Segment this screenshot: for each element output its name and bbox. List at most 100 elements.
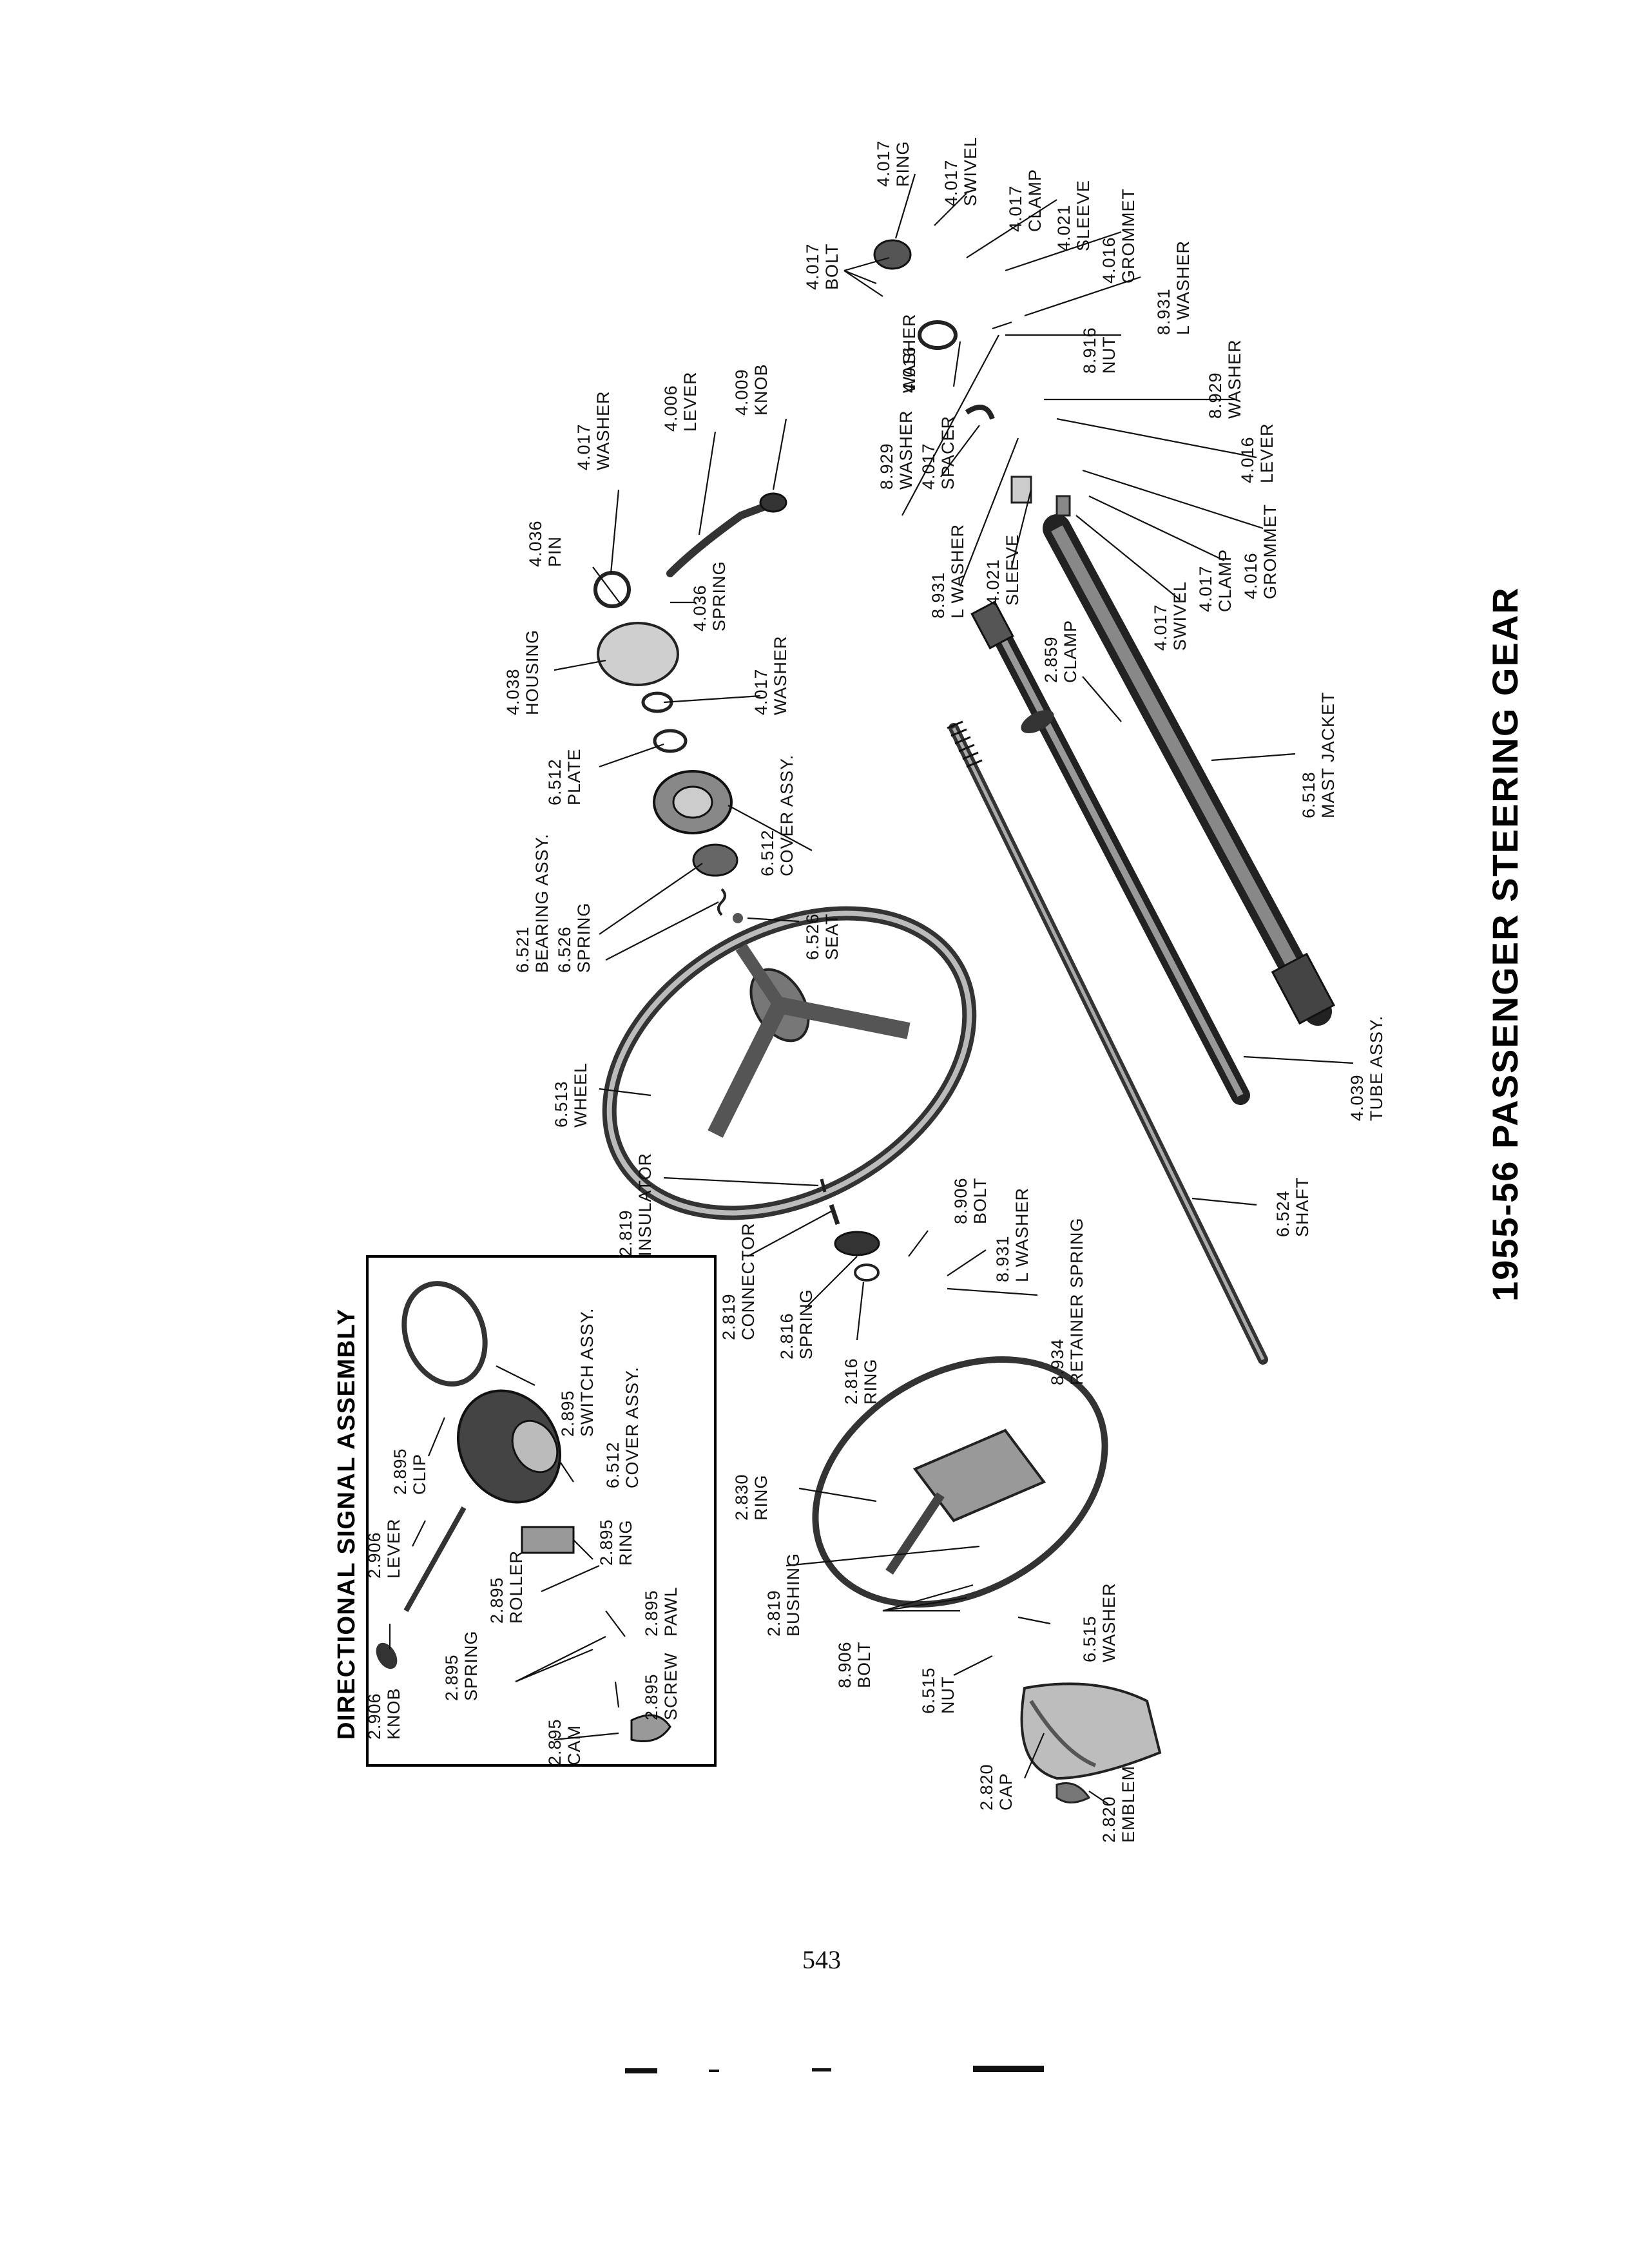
svg-text:PLATE: PLATE — [564, 748, 584, 805]
callout-lever-4016-top: 4.016 — [900, 346, 919, 393]
svg-text:MAST JACKET: MAST JACKET — [1318, 691, 1338, 818]
svg-text:SPRING: SPRING — [796, 1289, 816, 1360]
svg-text:2.820: 2.820 — [1099, 1796, 1119, 1843]
svg-text:LEVER: LEVER — [384, 1518, 403, 1579]
svg-text:2.895: 2.895 — [487, 1577, 506, 1624]
swivel-4017-low-drawing — [1055, 495, 1071, 517]
svg-text:4.038: 4.038 — [503, 668, 523, 715]
svg-text:6.521: 6.521 — [513, 926, 532, 973]
connector-drawing — [829, 1204, 840, 1225]
svg-text:8.931: 8.931 — [1154, 288, 1173, 335]
washer-4017-drawing — [593, 571, 631, 608]
svg-text:2.819: 2.819 — [719, 1293, 738, 1340]
svg-text:RING: RING — [616, 1520, 635, 1566]
inset-lever-drawing — [403, 1506, 467, 1612]
svg-text:SEAT: SEAT — [822, 913, 842, 960]
inset-ring-drawing — [521, 1526, 575, 1554]
svg-text:CLAMP: CLAMP — [1215, 549, 1235, 612]
insulator-drawing — [820, 1178, 827, 1193]
svg-text:L WASHER: L WASHER — [1173, 240, 1193, 335]
svg-text:8.934: 8.934 — [1048, 1338, 1067, 1385]
svg-text:2.906: 2.906 — [365, 1532, 384, 1579]
svg-text:SWIVEL: SWIVEL — [1170, 581, 1190, 651]
svg-text:NUT: NUT — [938, 1677, 958, 1715]
svg-text:SCREW: SCREW — [661, 1653, 680, 1721]
svg-text:RETAINER SPRING: RETAINER SPRING — [1067, 1217, 1086, 1385]
svg-text:RING: RING — [893, 141, 912, 187]
svg-text:6.526: 6.526 — [555, 926, 574, 973]
svg-text:GROMMET: GROMMET — [1260, 504, 1280, 599]
svg-text:2.895: 2.895 — [642, 1673, 661, 1720]
svg-text:SPRING: SPRING — [574, 902, 593, 973]
svg-text:2.819: 2.819 — [764, 1590, 784, 1637]
svg-text:6.518: 6.518 — [1299, 771, 1318, 818]
svg-text:BUSHING: BUSHING — [784, 1553, 803, 1637]
svg-text:4.021: 4.021 — [1054, 204, 1074, 251]
svg-text:SWITCH ASSY.: SWITCH ASSY. — [577, 1307, 597, 1437]
svg-text:L WASHER: L WASHER — [1012, 1187, 1032, 1282]
svg-text:SWIVEL: SWIVEL — [961, 137, 980, 206]
ring-2816-drawing — [854, 1264, 880, 1282]
svg-text:KNOB: KNOB — [384, 1687, 403, 1740]
svg-text:SPRING: SPRING — [709, 561, 729, 631]
knob-4009-drawing — [759, 492, 787, 513]
svg-text:4.017: 4.017 — [574, 423, 593, 470]
svg-text:2.819: 2.819 — [616, 1209, 635, 1256]
inset-title: DIRECTIONAL SIGNAL ASSEMBLY — [333, 1308, 360, 1740]
inset-cam-drawing — [630, 1714, 671, 1742]
wheel-drawing — [602, 906, 977, 1220]
emblem-drawing — [1055, 1782, 1091, 1803]
svg-text:SPACER: SPACER — [938, 416, 958, 490]
svg-text:2.830: 2.830 — [732, 1474, 751, 1521]
svg-text:4.036: 4.036 — [690, 584, 709, 631]
svg-text:WASHER: WASHER — [771, 635, 790, 715]
svg-text:BOLT: BOLT — [854, 1641, 874, 1688]
svg-text:WASHER: WASHER — [593, 390, 613, 470]
svg-text:CAM: CAM — [564, 1725, 584, 1765]
svg-text:PAWL: PAWL — [661, 1586, 680, 1637]
svg-text:6.515: 6.515 — [919, 1667, 938, 1714]
svg-text:EMBLEM: EMBLEM — [1119, 1765, 1138, 1843]
svg-text:WASHER: WASHER — [1099, 1582, 1119, 1662]
plate-drawing — [653, 729, 688, 753]
svg-text:RING: RING — [751, 1475, 771, 1521]
svg-text:6.512: 6.512 — [603, 1441, 622, 1488]
svg-text:4.016: 4.016 — [1238, 436, 1257, 483]
svg-text:4.016: 4.016 — [1099, 236, 1119, 284]
svg-text:8.906: 8.906 — [835, 1641, 854, 1688]
svg-text:BOLT: BOLT — [822, 243, 842, 290]
svg-text:4.017: 4.017 — [941, 159, 961, 206]
spring-6526-drawing — [717, 888, 726, 916]
svg-text:8.929: 8.929 — [1206, 372, 1225, 419]
svg-text:4.017: 4.017 — [803, 243, 822, 290]
part-drawings — [376, 239, 1335, 1803]
svg-text:TUBE ASSY.: TUBE ASSY. — [1367, 1015, 1386, 1121]
